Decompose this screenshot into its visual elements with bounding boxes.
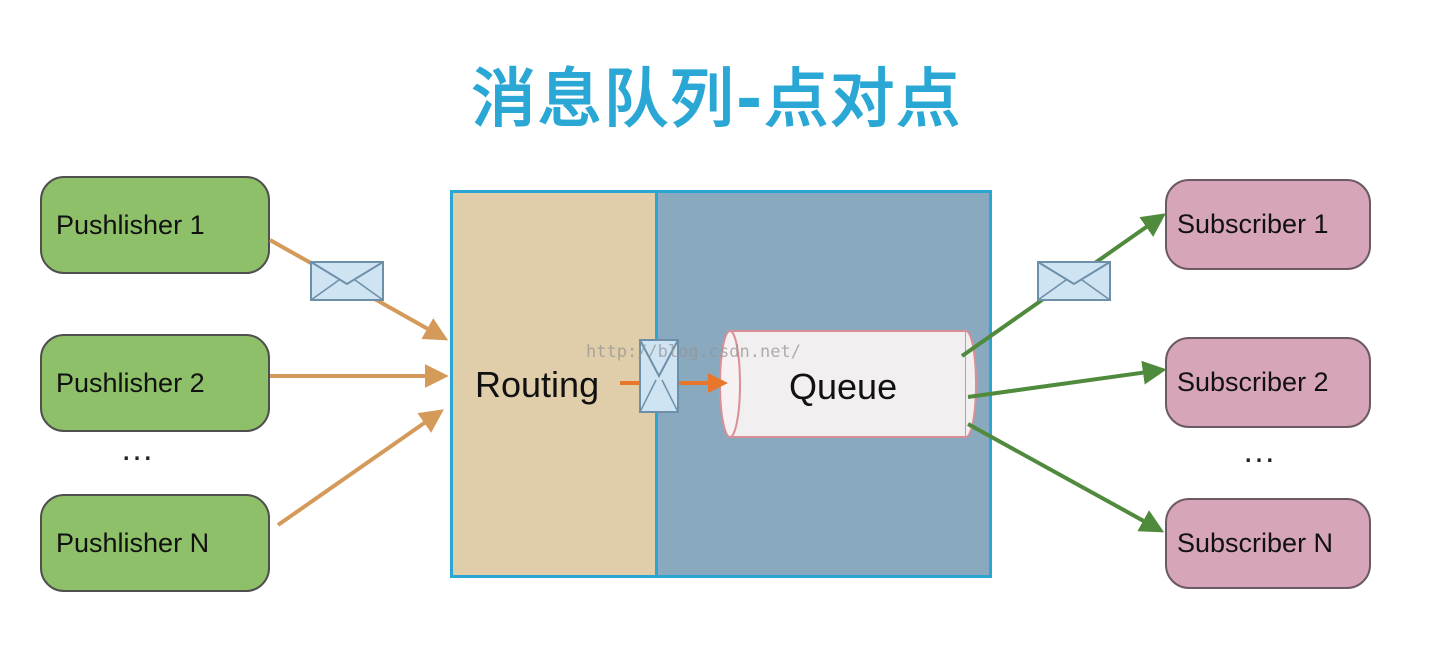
- publisher-2: Pushlisher 2: [40, 334, 270, 432]
- arrow-subscriber-n: [967, 422, 1165, 533]
- arrow-subscriber-2: [967, 360, 1167, 399]
- publisher-n: Pushlisher N: [40, 494, 270, 592]
- envelope-icon: [639, 339, 679, 413]
- arrow-publisher-n: [276, 409, 444, 527]
- subscriber-n-label: Subscriber N: [1177, 528, 1334, 558]
- publishers-ellipsis: …: [120, 430, 158, 468]
- publisher-1-label: Pushlisher 1: [56, 209, 205, 240]
- queue-cylinder-icon: [719, 330, 977, 438]
- diagram-title: 消息队列-点对点: [471, 63, 963, 137]
- subscriber-1: Subscriber 1: [1165, 179, 1371, 270]
- publisher-n-label: Pushlisher N: [56, 527, 210, 558]
- subscriber-2: Subscriber 2: [1165, 337, 1371, 428]
- subscriber-n: Subscriber N: [1165, 498, 1371, 589]
- publisher-1: Pushlisher 1: [40, 176, 270, 274]
- envelope-icon: [310, 261, 384, 301]
- queue-label: Queue: [789, 366, 898, 407]
- publisher-2-label: Pushlisher 2: [56, 367, 205, 398]
- subscriber-1-label: Subscriber 1: [1177, 209, 1329, 239]
- watermark: http://blog.csdn.net/: [586, 342, 801, 362]
- subscribers-ellipsis: …: [1242, 432, 1280, 470]
- envelope-icon: [1037, 261, 1111, 301]
- subscriber-2-label: Subscriber 2: [1177, 367, 1329, 397]
- routing-label: Routing: [475, 364, 600, 405]
